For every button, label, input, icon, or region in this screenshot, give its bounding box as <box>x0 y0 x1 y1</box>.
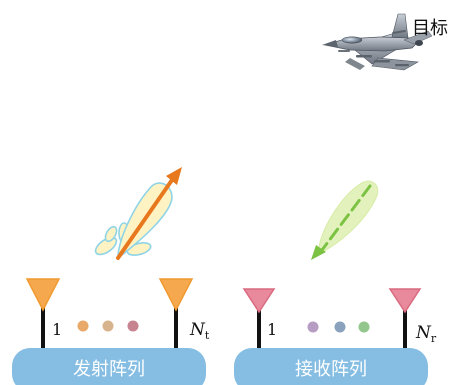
transmit-dot-3 <box>128 321 139 332</box>
receive-last-index: Nr <box>415 323 437 345</box>
receive-last-subscript: r <box>431 332 437 345</box>
transmit-last-index: Nt <box>189 320 210 342</box>
receive-beam <box>311 181 378 260</box>
transmit-beam <box>93 167 182 258</box>
receive-array: 1 Nr 接收阵列 <box>234 289 437 385</box>
transmit-antenna-nt <box>160 279 192 352</box>
receive-array-label: 接收阵列 <box>295 359 367 380</box>
transmit-last-subscript: t <box>205 329 210 342</box>
transmit-array-label: 发射阵列 <box>73 359 145 380</box>
receive-dot-1 <box>308 322 319 333</box>
transmit-array: 1 Nt 发射阵列 <box>12 279 210 385</box>
transmit-dot-2 <box>103 321 114 332</box>
target-label: 目标 <box>412 18 448 39</box>
receive-dot-3 <box>359 322 370 333</box>
transmit-first-index: 1 <box>52 320 62 339</box>
receive-first-index: 1 <box>267 320 277 339</box>
transmit-antenna-1 <box>27 279 59 352</box>
target: 目标 <box>322 14 448 70</box>
receive-last-symbol: N <box>415 323 432 343</box>
transmit-last-symbol: N <box>189 320 206 340</box>
transmit-dot-1 <box>78 321 89 332</box>
receive-dot-2 <box>335 322 346 333</box>
